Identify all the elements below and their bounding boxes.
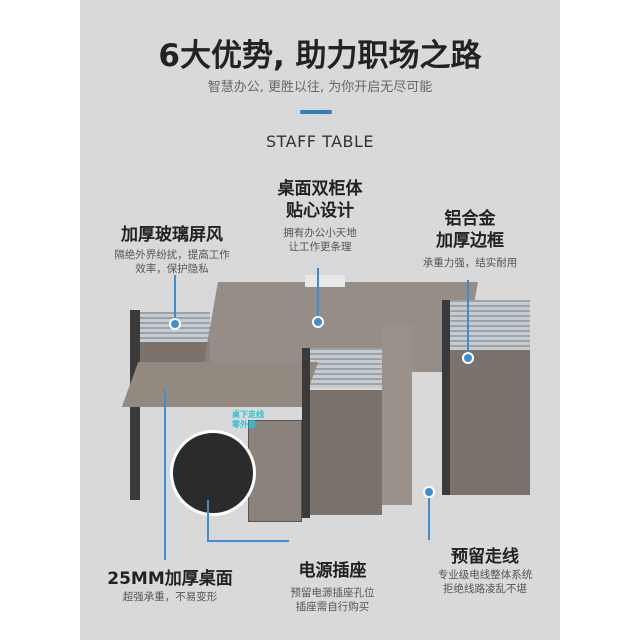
- feature-desc: 预留电源插座孔位: [290, 587, 375, 599]
- feature-desc: 承重力强，结实耐用: [422, 257, 518, 269]
- printer: [305, 275, 345, 287]
- feature-double-cabinet: 桌面双柜体 贴心设计 拥有办公小天地 让工作更条理: [255, 178, 385, 254]
- feature-thick-desktop: 25MM加厚桌面 超强承重，不易变形: [95, 568, 245, 604]
- feature-title: 贴心设计: [286, 201, 354, 221]
- feature-title: 25MM加厚桌面: [107, 569, 233, 589]
- feature-title: 加厚玻璃屏风: [121, 225, 223, 245]
- marker-dot: [169, 318, 181, 330]
- feature-title: 铝合金: [444, 209, 496, 229]
- accent-bar: [300, 110, 332, 114]
- cable-callout: 桌下走线 零外露: [232, 410, 264, 429]
- page-title: 6大优势, 助力职场之路: [158, 38, 482, 74]
- drawer-pedestal: [248, 420, 302, 522]
- feature-desc: 插座需自行购买: [295, 601, 370, 613]
- desk-illustration: 桌下走线 零外露: [121, 270, 530, 530]
- marker-dot: [312, 316, 324, 328]
- feature-desc: 让工作更条理: [288, 241, 352, 253]
- feature-desc: 效率，保护隐私: [135, 263, 209, 275]
- feature-power-socket: 电源插座 预留电源插座孔位 插座需自行购买: [275, 560, 390, 614]
- feature-title: 桌面双柜体: [277, 179, 363, 199]
- marker-dot: [462, 352, 474, 364]
- feature-desc: 超强承重，不易变形: [122, 591, 218, 603]
- marker-dot: [423, 486, 435, 498]
- feature-desc: 专业级电线整体系统: [437, 569, 533, 581]
- feature-glass-screen: 加厚玻璃屏风 隔绝外界纷扰，提高工作 效率，保护隐私: [92, 224, 252, 276]
- feature-title: 预留走线: [451, 547, 519, 567]
- feature-cable-routing: 预留走线 专业级电线整体系统 拒绝线路凌乱不堪: [420, 546, 550, 596]
- desktop-surface: [121, 362, 319, 407]
- feature-desc: 拒绝线路凌乱不堪: [443, 583, 527, 595]
- feature-desc: 隔绝外界纷扰，提高工作: [114, 249, 230, 261]
- feature-title: 电源插座: [298, 561, 367, 581]
- section-label: STAFF TABLE: [265, 132, 375, 151]
- page-subtitle: 智慧办公, 更胜以往, 为你开启无尽可能: [207, 80, 433, 95]
- feature-aluminum-frame: 铝合金 加厚边框 承重力强，结实耐用: [410, 208, 530, 270]
- feature-desc: 拥有办公小天地: [283, 227, 357, 239]
- detail-circle: [170, 430, 256, 516]
- feature-title: 加厚边框: [436, 231, 504, 251]
